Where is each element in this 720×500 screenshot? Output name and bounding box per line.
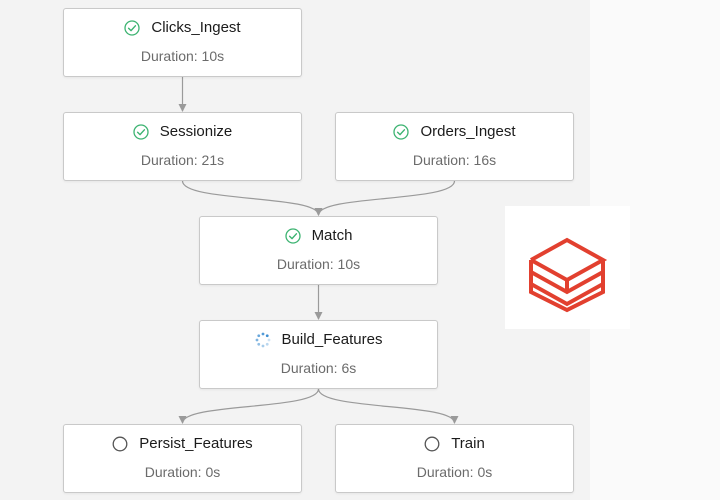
- check-circle-icon: [133, 123, 149, 140]
- empty-circle-icon: [112, 436, 128, 452]
- task-node-sessionize[interactable]: Sessionize Duration: 21s: [63, 112, 302, 181]
- empty-circle-icon: [424, 436, 440, 452]
- task-duration: Duration: 0s: [144, 464, 221, 480]
- edge-build-to-persist: [178, 388, 320, 424]
- edge-orders-to-match: [314, 180, 456, 216]
- check-circle-icon: [284, 227, 301, 244]
- databricks-logo: [505, 206, 630, 329]
- task-name: Match: [311, 227, 353, 244]
- task-name: Persist_Features: [139, 435, 253, 452]
- task-duration: Duration: 0s: [416, 464, 493, 480]
- task-name: Build_Features: [281, 331, 383, 348]
- task-name: Orders_Ingest: [420, 123, 516, 140]
- edge-build-to-train: [317, 388, 459, 424]
- task-node-clicks-ingest[interactable]: Clicks_Ingest Duration: 10s: [63, 8, 302, 77]
- check-circle-icon: [393, 123, 410, 140]
- task-node-persist-features[interactable]: Persist_Features Duration: 0s: [63, 424, 302, 493]
- check-circle-icon: [124, 19, 141, 36]
- task-name: Train: [451, 435, 485, 452]
- task-name: Clicks_Ingest: [151, 19, 241, 36]
- task-node-match[interactable]: Match Duration: 10s: [199, 216, 438, 285]
- spinner-icon: [255, 332, 271, 348]
- task-duration: Duration: 16s: [412, 152, 497, 168]
- task-node-train[interactable]: Train Duration: 0s: [335, 424, 574, 493]
- task-duration: Duration: 10s: [140, 48, 225, 64]
- task-name: Sessionize: [159, 123, 233, 140]
- task-duration: Duration: 21s: [140, 152, 225, 168]
- edge-sessionize-to-match: [181, 180, 323, 216]
- task-node-build-features[interactable]: Build_Features Duration: 6s: [199, 320, 438, 389]
- task-duration: Duration: 10s: [276, 256, 361, 272]
- task-duration: Duration: 6s: [280, 360, 357, 376]
- task-node-orders-ingest[interactable]: Orders_Ingest Duration: 16s: [335, 112, 574, 181]
